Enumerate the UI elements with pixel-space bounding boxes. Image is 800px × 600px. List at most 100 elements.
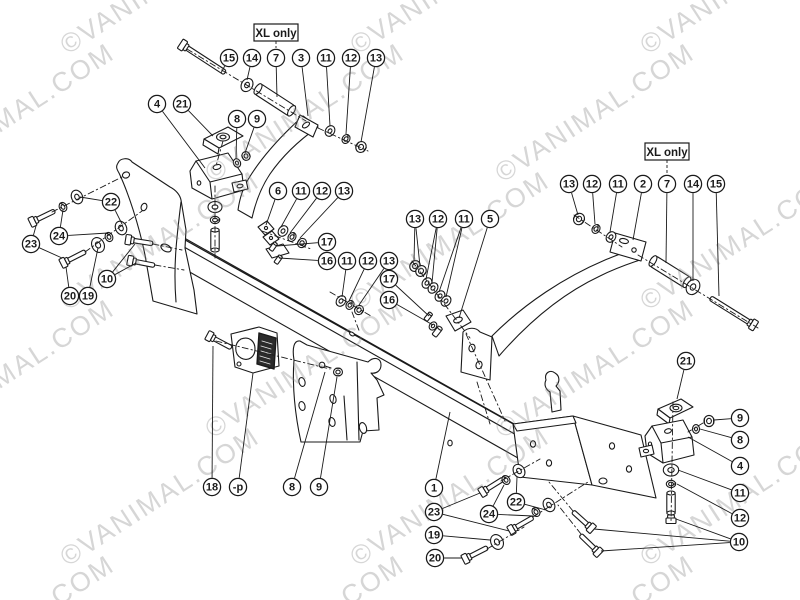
leader-line — [320, 376, 338, 478]
leader-line — [715, 193, 720, 297]
callout-number: 5 — [487, 214, 493, 226]
leader-line — [571, 192, 579, 216]
callout-13: 13 — [334, 181, 354, 201]
leader-line — [515, 476, 518, 493]
callout-number: 4 — [154, 99, 161, 111]
leader-line — [396, 304, 434, 326]
callout-number: 14 — [687, 179, 700, 191]
callout-3: 3 — [291, 48, 311, 68]
leader-line — [275, 67, 278, 98]
leader-line — [345, 67, 351, 135]
leader-line — [435, 411, 451, 480]
callout-number: 7 — [273, 53, 279, 65]
callout-number: 1 — [431, 483, 437, 495]
callout-number: 19 — [82, 291, 94, 303]
leader-line — [395, 284, 430, 317]
callout-number: 21 — [680, 356, 692, 368]
leader-line — [665, 193, 668, 264]
callout-17: 17 — [379, 269, 399, 289]
leader-line — [438, 227, 462, 293]
callout-number: 15 — [710, 179, 722, 191]
callout-number: 19 — [428, 530, 440, 542]
callout-12: 12 — [312, 181, 332, 201]
leader-line — [301, 67, 309, 117]
callout-12: 12 — [582, 174, 602, 194]
callout-18: 18 — [202, 477, 222, 497]
callout-number: 22 — [105, 197, 117, 209]
leader-line — [299, 197, 339, 239]
callout-number: 24 — [53, 231, 66, 243]
callout-number: 2 — [640, 179, 646, 191]
xl-only-label: XL only — [644, 142, 690, 175]
callout-9: 9 — [309, 477, 329, 497]
callout-15: 15 — [219, 48, 239, 68]
callout-number: 18 — [206, 482, 218, 494]
left-box-bracket — [190, 149, 252, 253]
callout-number: 13 — [338, 186, 350, 198]
leader-line — [415, 228, 421, 267]
support-bracket-cluster — [407, 257, 471, 339]
leader-line — [278, 257, 318, 261]
callout-number: 21 — [176, 99, 188, 111]
leader-line — [348, 269, 365, 302]
callout-number: 8 — [234, 114, 240, 126]
callout-10: 10 — [729, 532, 749, 552]
callout-number: 8 — [737, 435, 743, 447]
callout-number: 16 — [321, 256, 333, 268]
callout-number: 9 — [316, 482, 322, 494]
leader-line — [188, 110, 214, 137]
callout-12: 12 — [358, 251, 378, 271]
leader-line — [442, 513, 510, 532]
xl-only-text: XL only — [255, 28, 297, 40]
callout-number: -p — [233, 482, 244, 494]
beam-hook — [545, 371, 561, 412]
callout-23: 23 — [424, 502, 444, 522]
callout-number: 14 — [246, 53, 259, 65]
leader-line — [687, 436, 733, 462]
callout-number: 11 — [734, 488, 746, 500]
callout-14: 14 — [242, 48, 262, 68]
leader-line — [114, 210, 123, 225]
leader-line — [68, 232, 109, 236]
callout-10: 10 — [97, 269, 117, 289]
callout-11: 11 — [730, 483, 750, 503]
callout-number: 20 — [429, 553, 441, 565]
leader-line — [112, 243, 136, 273]
callout-number: 7 — [664, 179, 670, 191]
callout-12: 12 — [428, 209, 448, 229]
callout-number: 6 — [275, 186, 281, 198]
leader-line — [39, 247, 63, 259]
callout-number: 17 — [321, 237, 333, 249]
callout-number: 23 — [428, 507, 440, 519]
callout-13: 13 — [366, 48, 386, 68]
callout-6: 6 — [268, 181, 288, 201]
callout-14: 14 — [683, 174, 703, 194]
callout-number: 23 — [25, 239, 37, 251]
callout-4: 4 — [730, 456, 750, 476]
leader-line — [492, 484, 505, 507]
callout-11: 11 — [608, 174, 628, 194]
callout-16: 16 — [317, 251, 337, 271]
tab-plate-cluster — [258, 221, 309, 266]
leader-line — [235, 128, 238, 160]
hook-plate — [204, 327, 279, 373]
callout-number: 12 — [345, 53, 357, 65]
callout-number: 11 — [458, 214, 470, 226]
leader-line — [294, 371, 326, 479]
leader-line — [443, 535, 491, 541]
callout-number: 20 — [64, 291, 76, 303]
callout-13: 13 — [379, 251, 399, 271]
callout-8: 8 — [282, 477, 302, 497]
callout-number: 10 — [733, 537, 745, 549]
leader-line — [33, 225, 37, 236]
callout-number: 13 — [409, 214, 421, 226]
leader-line — [675, 518, 731, 540]
callout-number: 11 — [295, 186, 307, 198]
leader-line — [360, 66, 375, 143]
assembly-axis-lines — [52, 49, 758, 549]
callout-number: 13 — [563, 179, 575, 191]
callout-13: 13 — [405, 209, 425, 229]
callout-11: 11 — [454, 209, 474, 229]
callout-2: 2 — [633, 174, 653, 194]
